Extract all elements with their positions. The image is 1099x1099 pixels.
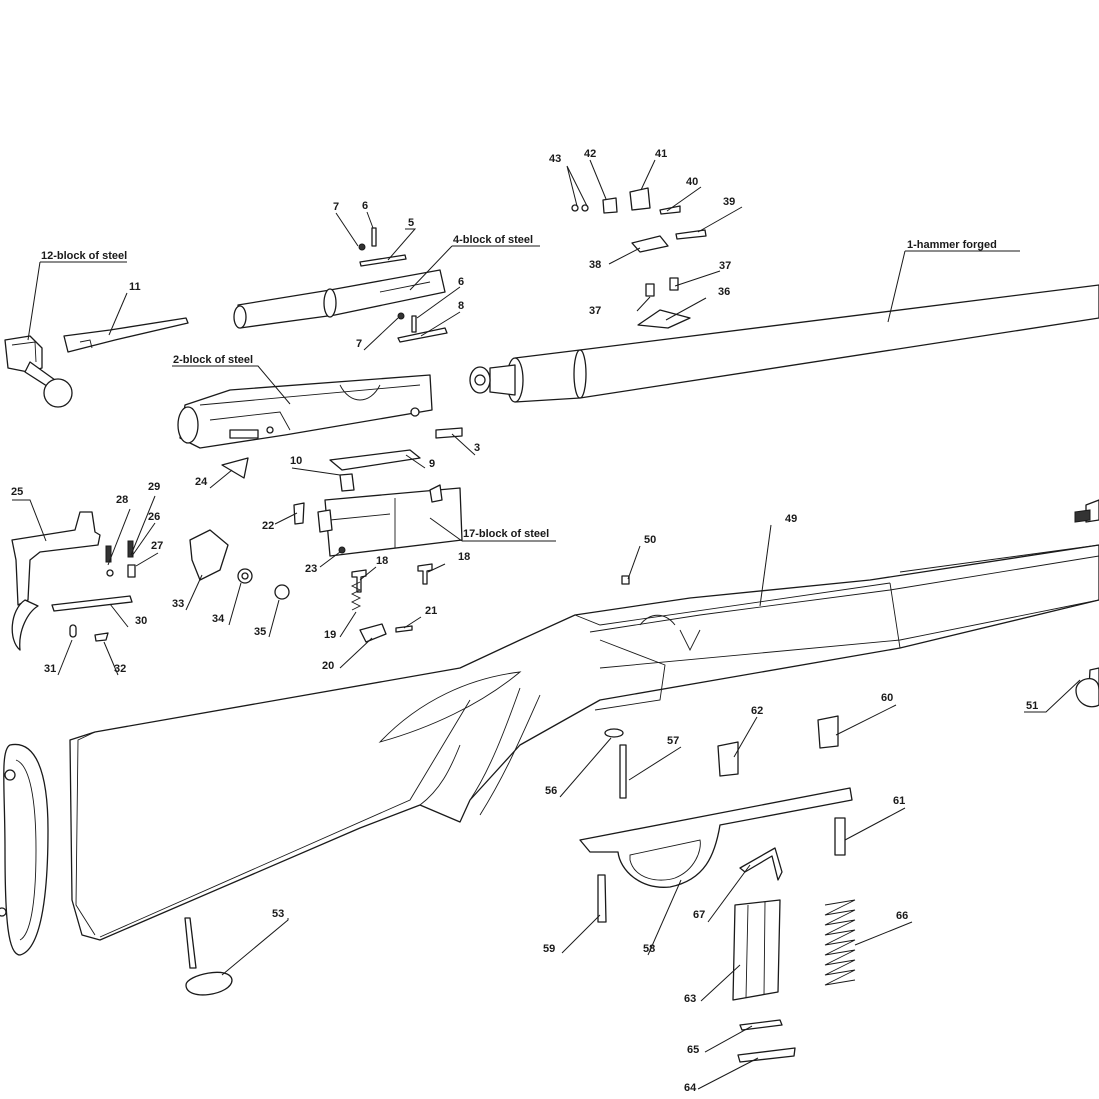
label-26: 26 bbox=[148, 511, 160, 523]
label-31: 31 bbox=[44, 663, 56, 675]
label-51: 51 bbox=[1026, 700, 1038, 712]
label-49: 49 bbox=[785, 513, 797, 525]
label-58: 58 bbox=[643, 943, 655, 955]
label-1: 1-hammer forged bbox=[907, 239, 997, 251]
label-34: 34 bbox=[212, 613, 225, 625]
label-67: 67 bbox=[693, 909, 705, 921]
label-22: 22 bbox=[262, 520, 274, 532]
label-25: 25 bbox=[11, 486, 23, 498]
label-40: 40 bbox=[686, 176, 698, 188]
label-11: 11 bbox=[129, 281, 141, 293]
label-53: 53 bbox=[272, 908, 284, 920]
magazine-housing bbox=[317, 484, 463, 557]
leader-lines bbox=[12, 159, 1081, 1090]
label-57: 57 bbox=[667, 735, 679, 747]
label-28: 28 bbox=[116, 494, 128, 506]
bottom-small-parts bbox=[597, 715, 856, 986]
label-65: 65 bbox=[687, 1044, 699, 1056]
label-61: 61 bbox=[893, 795, 905, 807]
small-center-parts bbox=[350, 563, 630, 643]
label-64: 64 bbox=[684, 1082, 697, 1094]
label-38: 38 bbox=[589, 259, 601, 271]
label-62: 62 bbox=[751, 705, 763, 717]
label-41: 41 bbox=[655, 148, 667, 160]
label-5: 5 bbox=[408, 217, 414, 229]
label-37b: 37 bbox=[589, 305, 601, 317]
barrel bbox=[469, 284, 1099, 403]
label-23: 23 bbox=[305, 563, 317, 575]
label-6b: 6 bbox=[458, 276, 464, 288]
label-21: 21 bbox=[425, 605, 437, 617]
receiver bbox=[177, 374, 433, 449]
label-36: 36 bbox=[718, 286, 730, 298]
trigger-group bbox=[11, 511, 290, 651]
label-27: 27 bbox=[151, 540, 163, 552]
small-receiver-parts bbox=[221, 449, 421, 554]
label-6a: 6 bbox=[362, 200, 368, 212]
label-50: 50 bbox=[644, 534, 656, 546]
sling-swivels bbox=[184, 667, 1099, 996]
label-4: 4-block of steel bbox=[453, 234, 533, 246]
label-24: 24 bbox=[195, 476, 208, 488]
bolt-handle bbox=[4, 335, 73, 408]
label-18b: 18 bbox=[458, 551, 470, 563]
label-29: 29 bbox=[148, 481, 160, 493]
label-43: 43 bbox=[549, 153, 561, 165]
label-3: 3 bbox=[474, 442, 480, 454]
label-37a: 37 bbox=[719, 260, 731, 272]
label-7b: 7 bbox=[356, 338, 362, 350]
label-12: 12-block of steel bbox=[41, 250, 127, 262]
magazine bbox=[732, 899, 796, 1063]
label-2: 2-block of steel bbox=[173, 354, 253, 366]
label-8: 8 bbox=[458, 300, 464, 312]
label-63: 63 bbox=[684, 993, 696, 1005]
label-32: 32 bbox=[114, 663, 126, 675]
label-56: 56 bbox=[545, 785, 557, 797]
label-39: 39 bbox=[723, 196, 735, 208]
label-10: 10 bbox=[290, 455, 302, 467]
label-18a: 18 bbox=[376, 555, 388, 567]
label-9: 9 bbox=[429, 458, 435, 470]
bolt-body bbox=[233, 269, 446, 329]
butt-pad bbox=[0, 743, 49, 956]
label-66: 66 bbox=[896, 910, 908, 922]
label-35: 35 bbox=[254, 626, 266, 638]
label-42: 42 bbox=[584, 148, 596, 160]
label-30: 30 bbox=[135, 615, 147, 627]
label-33: 33 bbox=[172, 598, 184, 610]
stock bbox=[69, 499, 1099, 941]
label-60: 60 bbox=[881, 692, 893, 704]
firing-pin bbox=[63, 317, 189, 353]
label-59: 59 bbox=[543, 943, 555, 955]
label-20: 20 bbox=[322, 660, 334, 672]
label-17: 17-block of steel bbox=[463, 528, 549, 540]
trigger-guard bbox=[579, 787, 853, 888]
part-labels: 1-hammer forged 2-block of steel 3 4-blo… bbox=[11, 148, 1038, 1094]
sight-parts bbox=[571, 187, 707, 329]
label-7a: 7 bbox=[333, 201, 339, 213]
label-19: 19 bbox=[324, 629, 336, 641]
